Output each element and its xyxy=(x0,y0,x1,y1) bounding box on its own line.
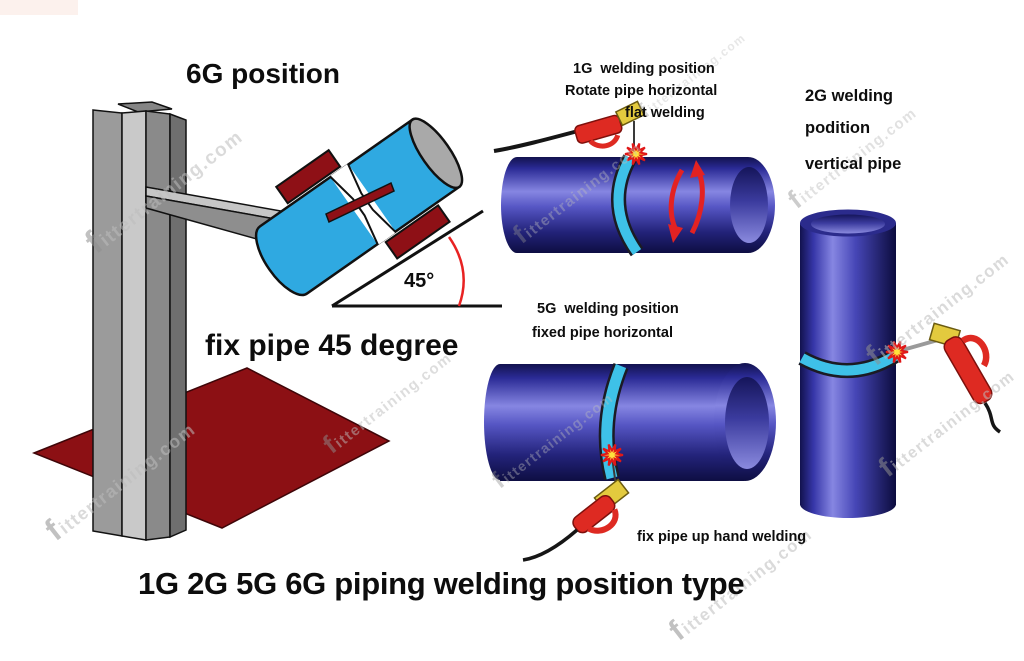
stand-column-flange-right xyxy=(145,110,171,541)
pipe-5g-bore xyxy=(725,377,769,469)
stand-column-top-cap xyxy=(117,101,173,113)
torch-trigger-5g xyxy=(587,508,619,534)
label-5g-note: fix pipe up hand welding xyxy=(637,529,807,545)
torch-nozzle-1g xyxy=(614,100,645,127)
rotation-arrows-icon xyxy=(668,160,705,243)
corner-smudge xyxy=(0,0,78,15)
label-5g-line2: fixed pipe horizontal xyxy=(532,325,673,341)
angle-hypotenuse xyxy=(331,209,484,308)
stand-column-flange-left xyxy=(92,109,123,537)
angle-45-diagram xyxy=(331,209,502,308)
stand-6g-illustration xyxy=(31,101,391,541)
torch-electrode-2g xyxy=(898,338,939,353)
welding-torch-5g-icon xyxy=(522,443,630,562)
welding-torch-1g-icon xyxy=(493,100,648,166)
rotation-arrow-down xyxy=(668,168,685,232)
angle-45-label: 45° xyxy=(404,270,435,292)
torch-trigger-1g xyxy=(588,134,621,149)
label-2g-line3: vertical pipe xyxy=(805,155,902,173)
title-fix-pipe-45: fix pipe 45 degree xyxy=(205,329,459,362)
clamp-bar-6g xyxy=(325,181,395,224)
pipe-1g-illustration xyxy=(501,154,775,257)
torch-handle-5g xyxy=(572,494,616,534)
pipe-6g-45deg xyxy=(254,117,464,297)
label-5g-line1: 5G welding position xyxy=(537,301,679,317)
pipe-5g-illustration xyxy=(484,363,776,481)
torch-cable-2g xyxy=(983,402,1002,434)
pipe-clamp-top xyxy=(274,148,342,205)
rotation-arrow-up-head xyxy=(690,160,705,178)
torch-trigger-2g xyxy=(960,335,990,368)
stand-column-web xyxy=(121,110,147,541)
rotation-arrow-up xyxy=(689,171,705,235)
weld-seam-2g xyxy=(799,351,898,376)
torch-cable-5g xyxy=(522,528,579,562)
label-1g-line2: Rotate pipe horizontal xyxy=(565,83,718,99)
weld-seam-1g xyxy=(613,155,642,255)
angle-arc xyxy=(447,236,465,307)
pipe-clamp-bottom xyxy=(384,203,451,260)
stand-base-plate xyxy=(31,367,391,529)
pipe-2g-bore xyxy=(811,214,885,234)
torch-handle-2g xyxy=(943,336,993,405)
pipe-2g-illustration xyxy=(798,209,899,518)
pipe-2g-bottom-cap xyxy=(800,490,896,518)
rotation-arrow-down-head xyxy=(668,224,683,243)
title-bottom: 1G 2G 5G 6G piping welding position type xyxy=(138,566,745,601)
title-6g-position: 6G position xyxy=(186,58,340,89)
torch-cable-1g xyxy=(493,129,579,153)
pipe-1g-bore xyxy=(730,167,768,243)
stand-column-back-edge xyxy=(169,112,187,539)
label-2g-line1: 2G welding xyxy=(805,87,894,105)
weld-seam-5g xyxy=(601,363,627,480)
label-1g-line3: flat welding xyxy=(625,105,705,121)
label-1g-line1: 1G welding position xyxy=(573,61,715,77)
pipe-6g-end-cap xyxy=(408,117,464,190)
welding-torch-2g-icon xyxy=(885,322,1002,434)
label-2g-line2: podition xyxy=(805,119,871,137)
